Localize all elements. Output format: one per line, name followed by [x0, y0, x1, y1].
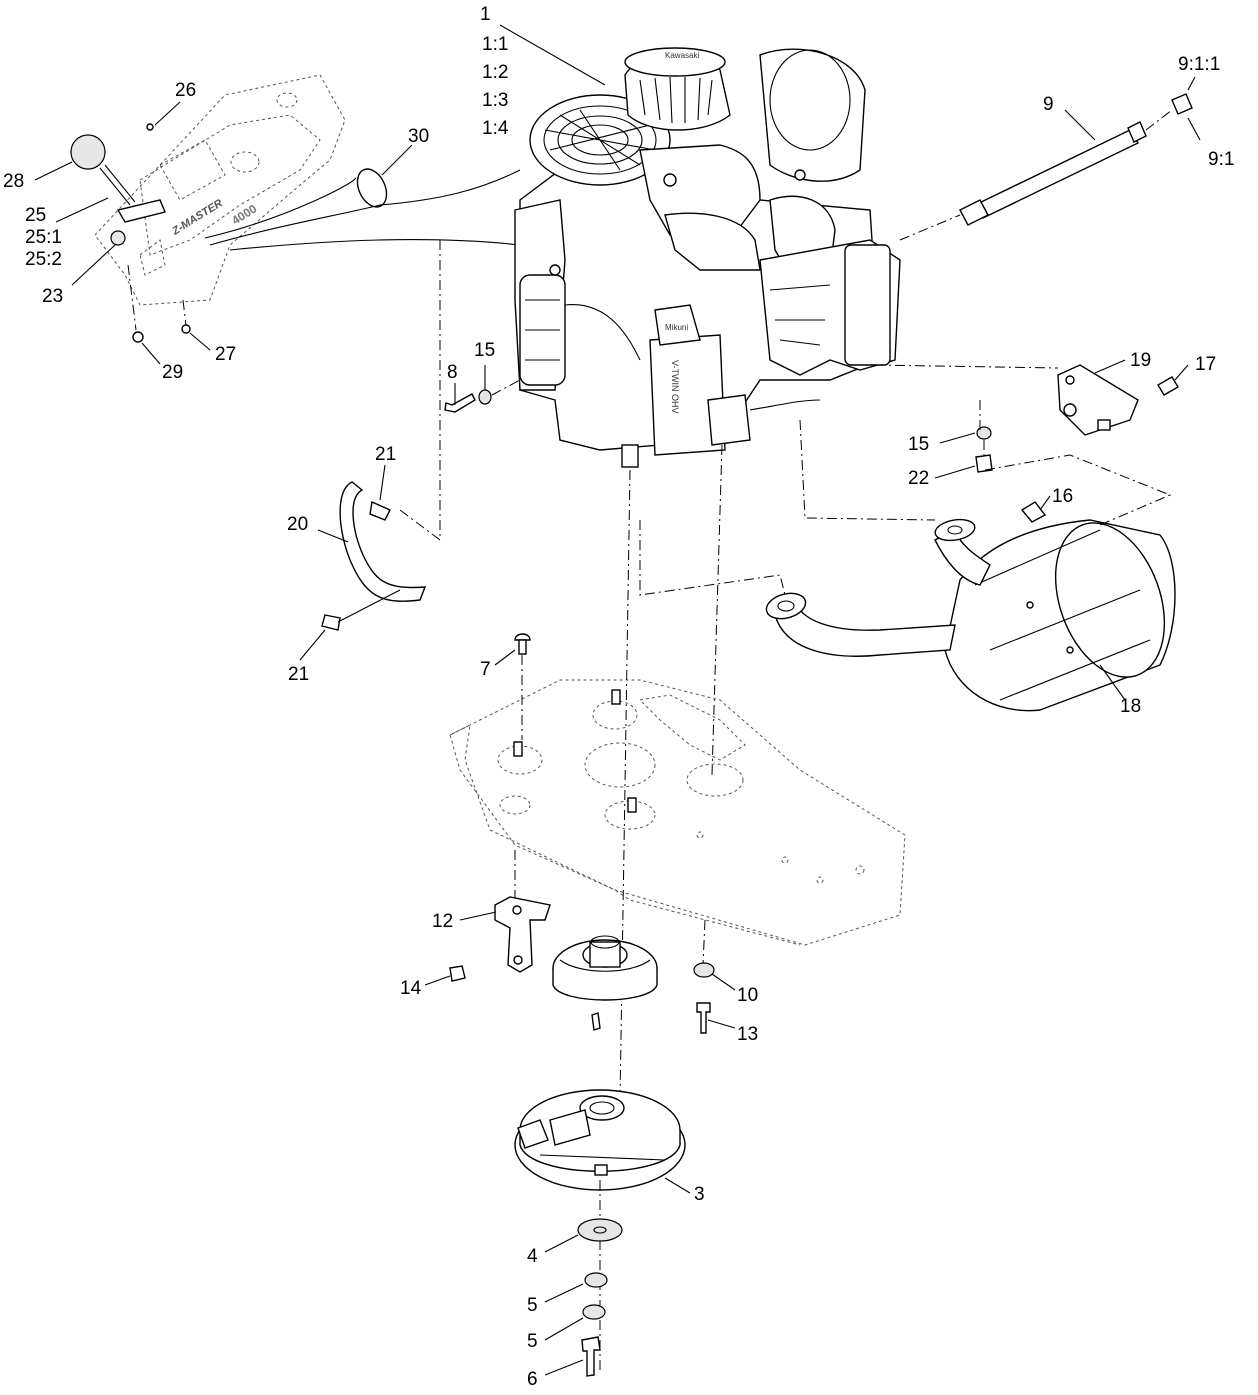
callout-27: 27 — [215, 344, 236, 365]
engine-deck — [449, 444, 906, 1101]
callout-9-1: 9:1 — [1208, 149, 1234, 170]
callout-15b: 15 — [908, 434, 929, 455]
callout-13: 13 — [737, 1024, 758, 1045]
nut-29 — [132, 331, 144, 343]
callout-22: 22 — [908, 468, 929, 489]
callout-15a: 15 — [474, 340, 495, 361]
callout-25-2: 25:2 — [25, 249, 62, 270]
callout-5a: 5 — [527, 1295, 538, 1316]
callout-14: 14 — [400, 978, 422, 999]
panel-decal: Z-MASTER — [169, 197, 224, 238]
choke-knob — [110, 230, 126, 246]
callout-9: 9 — [1043, 94, 1054, 115]
callout-28: 28 — [3, 171, 24, 192]
throttle-cable — [204, 168, 521, 251]
callout-1-1: 1:1 — [482, 34, 508, 55]
washer-15b — [976, 426, 992, 440]
control-panel: Z-MASTER 4000 — [94, 74, 346, 306]
callout-25: 25 — [25, 205, 46, 226]
callout-25-1: 25:1 — [25, 227, 62, 248]
callout-1-2: 1:2 — [482, 62, 508, 83]
muffler-assembly — [639, 364, 1179, 712]
callout-8: 8 — [447, 362, 458, 383]
callout-9-1-1: 9:1:1 — [1178, 54, 1220, 75]
callout-16: 16 — [1052, 486, 1073, 507]
callout-1: 1 — [480, 4, 491, 25]
washer-5b — [582, 1304, 606, 1320]
clutch-hardware — [577, 1218, 623, 1377]
nut-27 — [181, 324, 191, 334]
carb-decal: Mikuni — [665, 323, 688, 332]
callout-18: 18 — [1120, 696, 1141, 717]
pto-clutch — [514, 1089, 686, 1370]
callout-1-4: 1:4 — [482, 118, 509, 139]
callout-17: 17 — [1195, 354, 1216, 375]
callout-21a: 21 — [375, 444, 396, 465]
callout-5b: 5 — [527, 1331, 538, 1352]
callout-26: 26 — [175, 80, 196, 101]
callout-23: 23 — [42, 286, 63, 307]
bolt-6 — [581, 1336, 601, 1377]
callout-12: 12 — [432, 911, 453, 932]
breather-hose — [321, 240, 441, 631]
callout-3: 3 — [694, 1184, 705, 1205]
engine-assembly: Kawasaki V-TWIN OHV Mikuni — [514, 47, 901, 468]
callout-30: 30 — [408, 126, 429, 147]
washer-5a — [584, 1272, 608, 1288]
callout-20: 20 — [287, 514, 308, 535]
valve-decal: V-TWIN OHV — [670, 360, 680, 414]
callout-19: 19 — [1130, 350, 1151, 371]
callout-7: 7 — [480, 659, 491, 680]
callout-21b: 21 — [288, 664, 309, 685]
throttle-lever — [70, 123, 191, 343]
callout-29: 29 — [162, 362, 183, 383]
fuel-line — [899, 93, 1193, 241]
deck-fasteners — [693, 962, 715, 1034]
callout-10: 10 — [737, 985, 758, 1006]
brand-decal: Kawasaki — [665, 51, 699, 60]
throttle-knob — [70, 134, 106, 170]
clutch-bracket — [449, 896, 551, 982]
bolt-22 — [975, 454, 993, 473]
callout-1-3: 1:3 — [482, 90, 508, 111]
leader-lines — [34, 24, 1201, 1376]
spacer-4 — [577, 1218, 623, 1242]
pulley — [552, 935, 658, 1031]
callout-4: 4 — [527, 1246, 538, 1267]
screw-26 — [146, 123, 154, 131]
callout-6: 6 — [527, 1369, 538, 1390]
engine-bolts — [444, 379, 521, 413]
callout-labels: 1 1:1 1:2 1:3 1:4 9 9:1:1 9:1 30 26 28 2… — [3, 4, 1234, 1390]
